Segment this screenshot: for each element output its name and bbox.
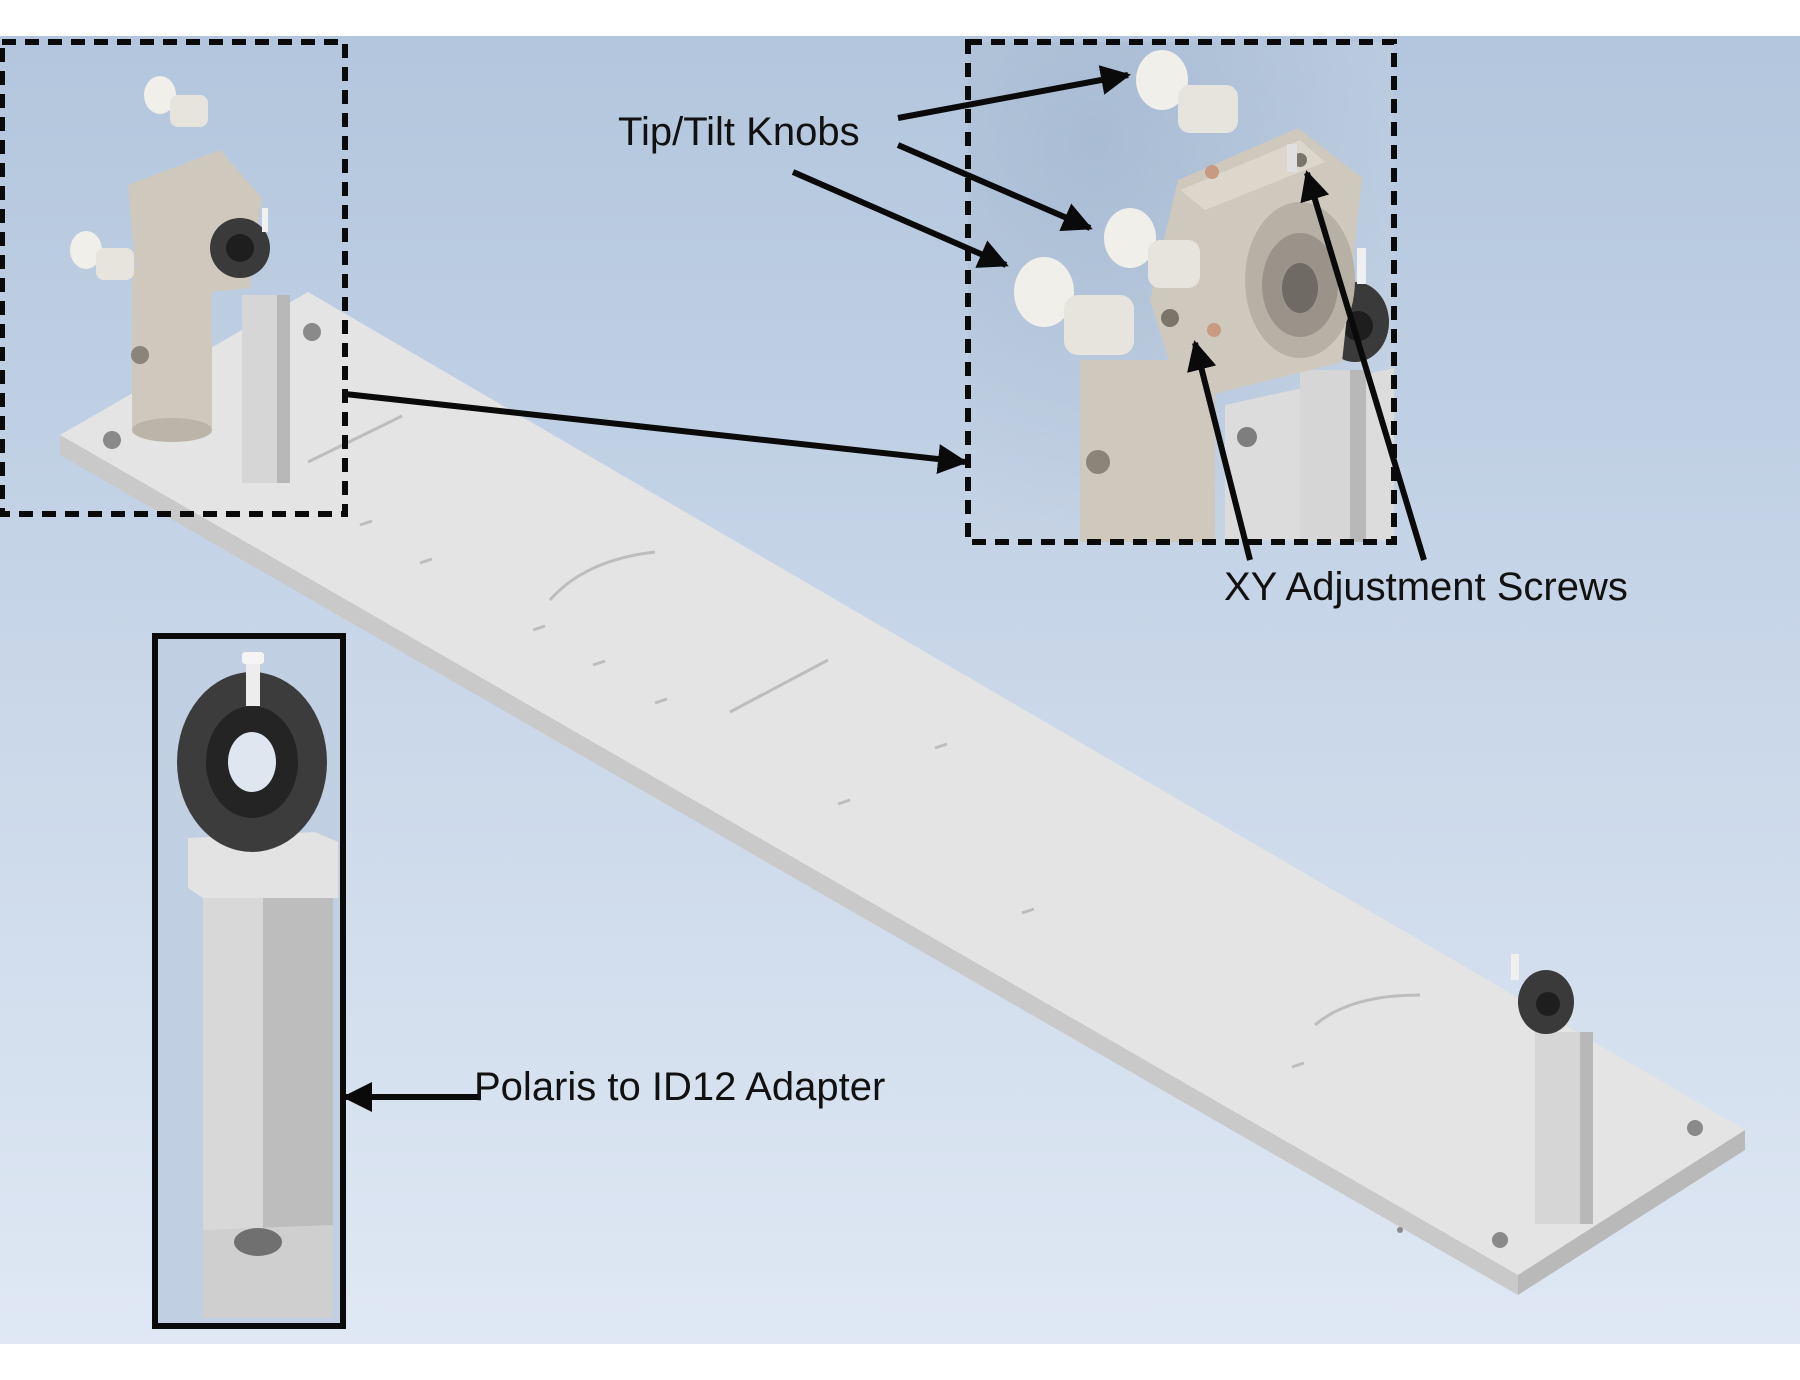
polaris-to-id12-adapter-label: Polaris to ID12 Adapter: [474, 1065, 886, 1109]
arrow-xy-screw-right: [1300, 170, 1427, 561]
optical-rail: [60, 292, 1745, 1295]
rail-engraved-marks: [307, 414, 1421, 1069]
adapter-detail-view: [155, 636, 343, 1326]
annotation-arrows: [342, 65, 1427, 1112]
tip-tilt-knobs-label: Tip/Tilt Knobs: [618, 110, 860, 154]
dashed-highlight-box-left-mount: [0, 39, 348, 517]
rail-mounting-holes: [103, 323, 1703, 1248]
xy-adjustment-screws-label: XY Adjustment Screws: [1224, 565, 1628, 609]
arrow-tiptilt-lower-knob: [791, 169, 1009, 268]
arrow-tiptilt-middle-knob: [896, 142, 1093, 232]
left-kinematic-mount: [70, 76, 290, 483]
adapter-frame: [152, 633, 346, 1329]
arrow-left-to-detail: [344, 391, 968, 474]
far-end-polarizer-post: [1511, 954, 1593, 1224]
arrow-tiptilt-top-knob: [897, 65, 1131, 121]
arrow-xy-screw-left: [1187, 340, 1253, 561]
mount-detail-view: [968, 42, 1394, 542]
dashed-highlight-box-detail: [965, 39, 1397, 545]
